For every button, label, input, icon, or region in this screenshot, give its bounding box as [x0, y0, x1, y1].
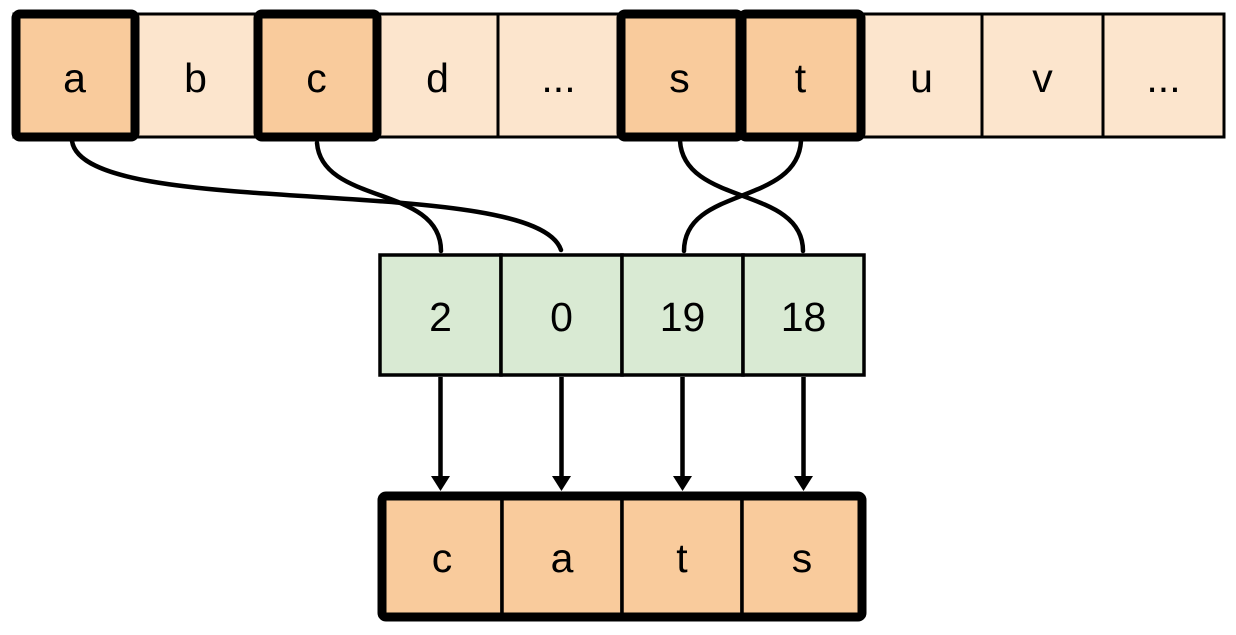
index-cell-2 [378, 253, 503, 377]
index-to-output-arrows [431, 377, 813, 491]
index-label-18: 18 [781, 294, 827, 340]
index-label-0: 0 [550, 294, 573, 340]
connector-a-to-0 [69, 138, 564, 253]
connector-t-to-19 [681, 138, 804, 254]
output-row: c a t s [377, 491, 867, 622]
alphabet-label-t: t [795, 55, 807, 101]
arrow-head-2 [552, 476, 571, 491]
alphabet-cell-v [980, 12, 1105, 139]
alphabet-label-ellipsis-2: ... [1146, 55, 1180, 101]
alphabet-cell-ellipsis-1 [496, 12, 621, 139]
output-cell-t [620, 494, 744, 619]
output-row-outline [377, 491, 867, 622]
letter-to-index-connectors [69, 138, 806, 254]
output-label-s: s [792, 535, 813, 581]
output-label-a: a [551, 535, 574, 581]
index-cell-18 [741, 253, 866, 377]
index-row: 2 0 19 18 [378, 253, 866, 377]
output-label-t: t [676, 535, 688, 581]
arrow-head-1 [431, 476, 450, 491]
alphabet-label-b: b [184, 55, 207, 101]
output-label-c: c [432, 535, 453, 581]
alphabet-label-s: s [669, 55, 690, 101]
alphabet-cell-b [133, 12, 258, 139]
index-label-2: 2 [429, 294, 452, 340]
arrow-head-4 [794, 476, 813, 491]
alphabet-label-c: c [306, 55, 327, 101]
output-cell-c [380, 494, 504, 619]
output-cell-a [500, 494, 624, 619]
index-cell-19 [620, 253, 745, 377]
alphabet-label-u: u [910, 55, 933, 101]
index-cell-0 [499, 253, 624, 377]
alphabet-row: a b c d ... s t u v ... [11, 9, 1226, 142]
alphabet-cell-t-highlight [737, 9, 866, 142]
alphabet-cell-c-highlight [253, 9, 382, 142]
arrow-head-3 [673, 476, 692, 491]
alphabet-label-d: d [426, 55, 449, 101]
alphabet-label-ellipsis-1: ... [541, 55, 575, 101]
index-label-19: 19 [660, 294, 706, 340]
alphabet-label-v: v [1032, 55, 1053, 101]
connector-c-to-2 [314, 140, 444, 254]
alphabet-label-a: a [63, 55, 86, 101]
alphabet-cell-ellipsis-2 [1101, 12, 1226, 139]
alphabet-cell-a-highlight [11, 9, 140, 142]
